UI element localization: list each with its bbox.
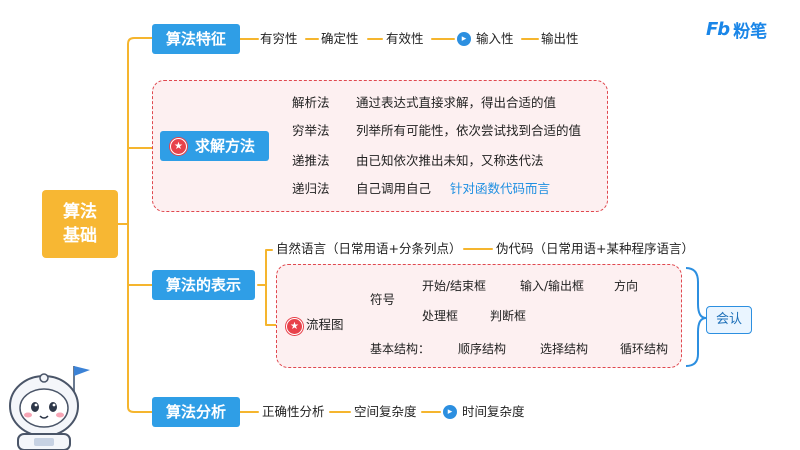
- method-name: 递推法: [292, 153, 330, 168]
- method-note: 针对函数代码而言: [450, 181, 551, 196]
- star-icon: ★: [286, 318, 303, 335]
- analysis-item: 时间复杂度: [462, 404, 525, 419]
- pin-icon: ▸: [457, 32, 471, 46]
- solve-title: 求解方法: [195, 137, 256, 155]
- feature-item: 有效性: [386, 31, 424, 46]
- method-desc: 由已知依次推出未知，又称迭代法: [356, 153, 544, 168]
- feature-item: 输出性: [541, 31, 579, 46]
- astronaut-mascot-icon: [9, 366, 90, 450]
- method-name: 穷举法: [292, 123, 330, 138]
- symbol-item: 开始/结束框: [422, 279, 487, 293]
- pseudocode: 伪代码（日常用语+某种程序语言）: [496, 241, 694, 256]
- structure-item: 顺序结构: [458, 342, 507, 356]
- flowchart-box: [276, 264, 682, 368]
- root-line1: 算法: [63, 202, 97, 222]
- method-desc: 通过表达式直接求解，得出合适的值: [356, 95, 557, 110]
- node-representation: 算法的表示: [152, 270, 256, 300]
- structures-label: 基本结构：: [370, 342, 431, 356]
- method-name: 解析法: [292, 95, 330, 110]
- recognize-badge: 会认: [706, 306, 752, 334]
- logo-name: 粉笔: [733, 22, 768, 42]
- node-solve-methods: ★ 求解方法: [160, 131, 270, 161]
- natural-language: 自然语言（日常用语+分条列点）: [276, 241, 462, 256]
- analysis-item: 正确性分析: [262, 404, 325, 419]
- method-name: 递归法: [292, 181, 330, 196]
- symbols-label: 符号: [370, 292, 396, 307]
- symbol-item: 输入/输出框: [520, 279, 585, 293]
- method-desc: 自己调用自己: [356, 181, 432, 196]
- star-icon: ★: [170, 137, 187, 155]
- pin-icon: ▸: [443, 405, 457, 419]
- node-analysis: 算法分析: [152, 397, 241, 427]
- feature-item: 确定性: [321, 31, 359, 46]
- feature-item: 输入性: [476, 31, 514, 46]
- node-features: 算法特征: [152, 24, 241, 54]
- symbol-item: 判断框: [490, 309, 527, 323]
- analysis-item: 空间复杂度: [354, 404, 417, 419]
- structure-item: 选择结构: [540, 342, 589, 356]
- root-line2: 基础: [63, 226, 97, 246]
- method-desc: 列举所有可能性，依次尝试找到合适的值: [356, 123, 582, 138]
- flowchart-label: 流程图: [306, 317, 344, 332]
- symbol-item: 处理框: [422, 309, 459, 323]
- symbol-item: 方向: [614, 279, 639, 293]
- root-node: 算法 基础: [42, 190, 118, 258]
- structure-item: 循环结构: [620, 342, 669, 356]
- logo-mark: Fb: [706, 19, 730, 40]
- feature-item: 有穷性: [260, 31, 298, 46]
- brand-logo: Fb 粉笔: [706, 17, 767, 42]
